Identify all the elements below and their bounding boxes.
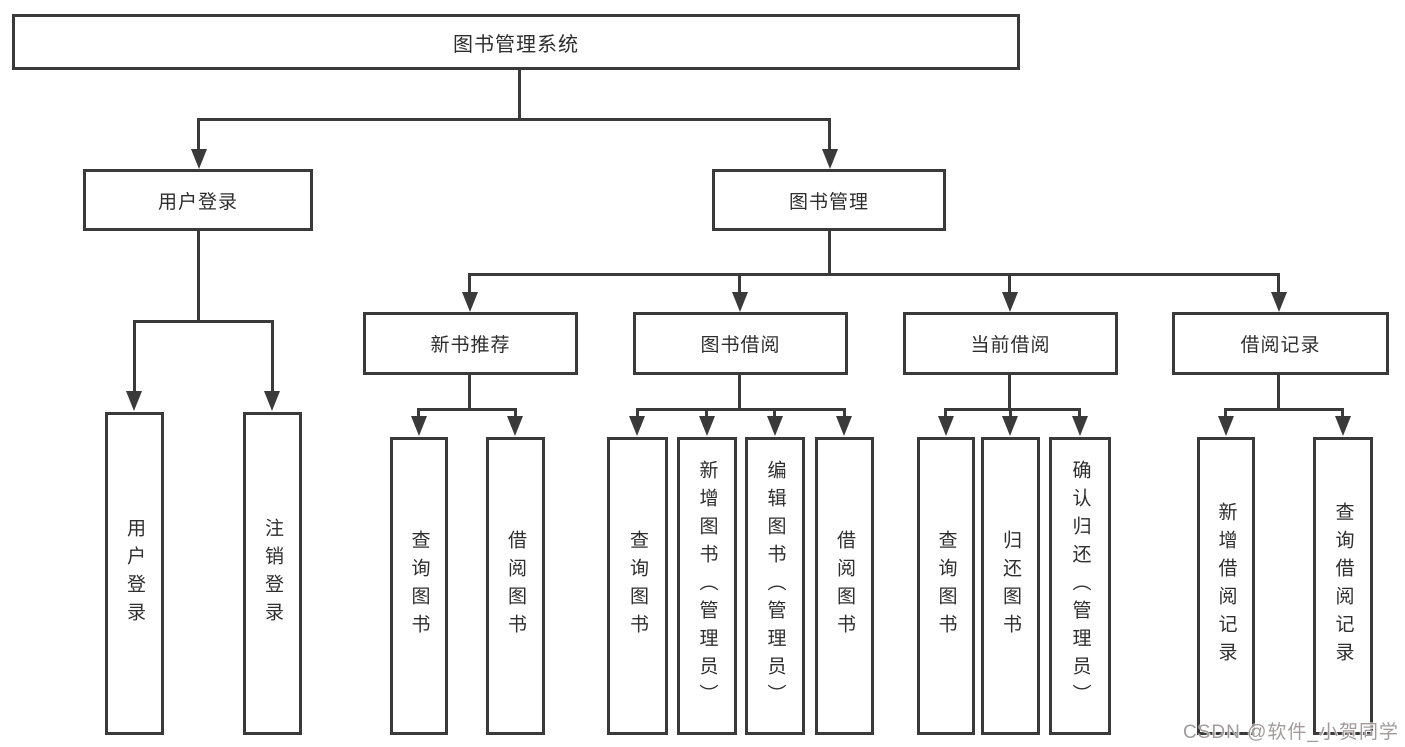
arrow-down-icon [1072,416,1088,436]
arrow-down-icon [1002,416,1018,436]
leaf-user-login: 用户登录 [105,412,164,735]
connector-line [468,375,471,408]
arrow-down-icon [732,292,748,312]
leaf-label: 查询图书 [627,530,648,642]
leaf-borrow-books: 借阅图书 [815,437,874,735]
connector-line [417,408,420,420]
arrow-down-icon [462,292,478,312]
leaf-label: 新增借阅记录 [1215,502,1237,670]
connector-line [1009,408,1012,420]
leaf-return-books: 归还图书 [981,437,1040,735]
connector-line [1224,408,1227,420]
leaf-query-books: 查询图书 [390,437,448,735]
leaf-logout: 注销登录 [243,412,302,735]
arrow-down-icon [836,416,852,436]
connector-line [417,408,517,411]
leaf-label: 编辑图书（管理员） [764,460,786,712]
arrow-down-icon [1218,416,1234,436]
arrow-down-icon [411,416,427,436]
leaf-label: 确认归还（管理员） [1069,460,1091,712]
leaf-label: 查询借阅记录 [1332,502,1354,670]
connector-line [197,118,831,121]
leaf-label: 查询图书 [408,530,430,642]
connector-line [738,273,741,295]
leaf-label: 新增图书（管理员） [696,460,718,712]
leaf-edit-books-admin: 编辑图书（管理员） [745,437,805,735]
node-user-login: 用户登录 [83,169,313,231]
leaf-confirm-return-admin: 确认归还（管理员） [1049,437,1111,735]
connector-line [636,408,846,411]
connector-line [468,273,1280,276]
arrow-down-icon [767,416,783,436]
arrow-down-icon [264,391,280,411]
connector-line [1078,408,1081,420]
connector-line [828,231,831,273]
connector-line [197,231,200,320]
node-library-system: 图书管理系统 [12,14,1020,70]
connector-line [705,408,708,420]
connector-line [514,408,517,420]
node-book-management: 图书管理 [712,169,946,231]
connector-line [1277,375,1280,408]
leaf-label: 查询图书 [935,530,957,642]
connector-line [468,273,471,295]
watermark: CSDN @软件_小贺同学 [1183,722,1399,743]
connector-line [1341,408,1344,420]
connector-line [828,118,831,152]
arrow-down-icon [699,416,715,436]
leaf-query-books: 查询图书 [917,437,975,735]
leaf-label: 借阅图书 [834,530,855,642]
arrow-down-icon [126,391,142,411]
connector-line [636,408,639,420]
connector-line [1277,273,1280,295]
connector-line [944,408,947,420]
arrow-down-icon [822,149,838,169]
arrow-down-icon [629,416,645,436]
connector-line [1008,273,1011,295]
arrow-down-icon [507,416,523,436]
connector-line [843,408,846,420]
leaf-add-borrow-record: 新增借阅记录 [1197,437,1255,735]
node-borrowing-records: 借阅记录 [1172,312,1389,375]
leaf-borrow-books: 借阅图书 [486,437,545,735]
node-book-borrowing: 图书借阅 [633,312,848,375]
leaf-label: 用户登录 [124,517,145,630]
connector-line [271,320,274,393]
connector-line [944,408,1081,411]
arrow-down-icon [191,149,207,169]
connector-line [773,408,776,420]
node-new-book-recommendation: 新书推荐 [363,312,578,375]
connector-line [1224,408,1344,411]
connector-line [738,375,741,408]
leaf-query-books: 查询图书 [607,437,668,735]
leaf-label: 归还图书 [1000,530,1021,642]
arrow-down-icon [938,416,954,436]
connector-line [133,320,274,323]
node-current-borrowing: 当前借阅 [903,312,1118,375]
connector-line [518,70,521,118]
connector-line [133,320,136,393]
arrow-down-icon [1002,292,1018,312]
arrow-down-icon [1335,416,1351,436]
connector-line [1008,375,1011,408]
connector-line [197,118,200,152]
leaf-query-borrow-record: 查询借阅记录 [1313,437,1373,735]
arrow-down-icon [1271,292,1287,312]
leaf-label: 注销登录 [262,517,283,630]
leaf-label: 借阅图书 [505,530,526,642]
leaf-add-books-admin: 新增图书（管理员） [677,437,737,735]
